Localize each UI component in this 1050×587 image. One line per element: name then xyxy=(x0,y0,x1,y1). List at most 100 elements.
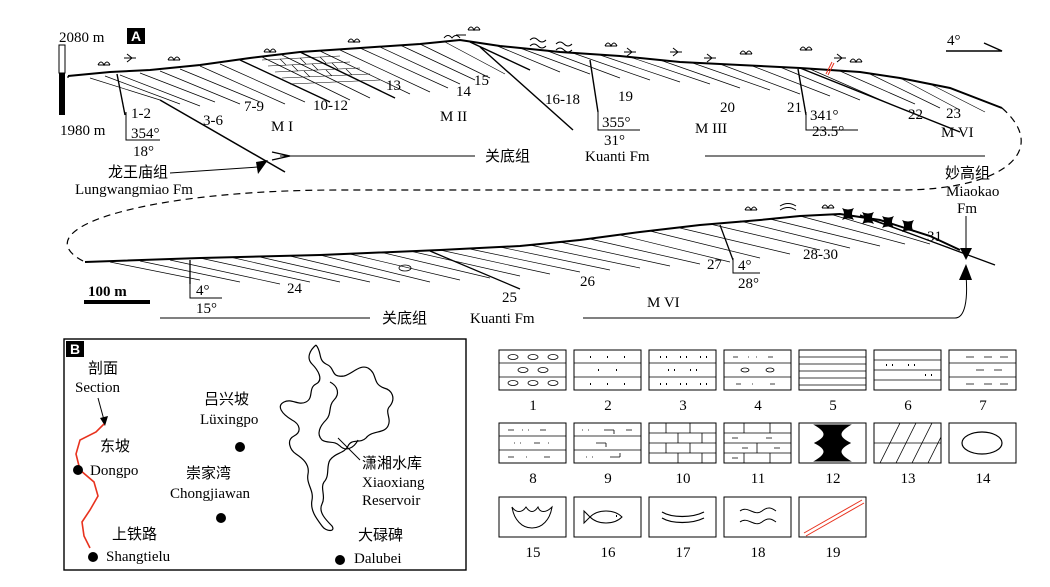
bed-19: 19 xyxy=(618,89,633,105)
section-trace xyxy=(75,423,105,549)
legend-label-1: 1 xyxy=(529,398,537,414)
bed-22: 22 xyxy=(908,107,923,123)
legend-label-6: 6 xyxy=(904,398,912,414)
bed-13: 13 xyxy=(386,78,401,94)
legend-box-18 xyxy=(723,496,792,538)
legend-pattern-11 xyxy=(724,423,791,463)
bed-3-6: 3-6 xyxy=(203,113,223,129)
reservoir-pointer xyxy=(337,437,361,461)
legend-label-19: 19 xyxy=(826,545,841,561)
attitude-dip-2: 31° xyxy=(604,133,625,149)
upper-surface-symbols xyxy=(97,26,863,67)
legend-pattern-16 xyxy=(583,509,623,525)
miaokao-arrowhead xyxy=(960,248,972,260)
legend-box-8 xyxy=(498,422,567,464)
legend-label-5: 5 xyxy=(829,398,837,414)
elevation-bottom-label: 1980 m xyxy=(60,123,106,139)
dalubei-cn: 大碌碑 xyxy=(358,526,403,544)
luxingpo-marker xyxy=(235,442,245,452)
luxingpo-cn: 吕兴坡 xyxy=(204,390,249,408)
legend-pattern-12 xyxy=(813,424,852,462)
kuanti-cn-upper: 关底组 xyxy=(485,147,530,165)
dongpo-marker xyxy=(73,465,83,475)
legend-box-17 xyxy=(648,496,717,538)
legend-label-18: 18 xyxy=(751,545,766,561)
legend-box-9 xyxy=(573,422,642,464)
legend-pattern-3 xyxy=(649,356,716,385)
legend-pattern-8 xyxy=(499,429,566,458)
bed-21: 21 xyxy=(787,100,802,116)
chongjiawan-en: Chongjiawan xyxy=(170,486,250,502)
kuanti-line-lower-right xyxy=(583,274,968,319)
attitude-dir-2: 355° xyxy=(602,115,631,131)
section-cn: 剖面 xyxy=(88,359,118,377)
section-en: Section xyxy=(75,380,120,396)
miaokao-cn: 妙高组 xyxy=(945,164,990,182)
bed-23: 23 xyxy=(946,106,961,122)
reservoir-en1: Xiaoxiang xyxy=(362,475,425,491)
dip-direction-label: 4° xyxy=(947,33,961,49)
bed-16-18: 16-18 xyxy=(545,92,580,108)
attitude-dir-1: 354° xyxy=(131,126,160,142)
panel-a-letter-box xyxy=(127,28,145,44)
bed-25: 25 xyxy=(502,290,517,306)
panel-a-letter: A xyxy=(131,28,141,44)
upper-topographic-surface xyxy=(67,38,1003,109)
legend-pattern-1 xyxy=(499,354,566,386)
legend-pattern-17 xyxy=(661,511,705,524)
dongpo-cn: 东坡 xyxy=(100,437,130,455)
shangtielu-cn: 上铁路 xyxy=(112,525,157,543)
legend-pattern-14 xyxy=(961,431,1003,455)
legend-label-8: 8 xyxy=(529,471,537,487)
legend-label-17: 17 xyxy=(676,545,692,561)
lower-surface-symbols xyxy=(744,203,835,212)
bed-28-30: 28-30 xyxy=(803,247,838,263)
bed-31: 31 xyxy=(927,229,942,245)
member-m6-upper: M VI xyxy=(941,125,974,141)
dalubei-marker xyxy=(335,555,345,565)
legend-numbers: 1 2 3 4 5 6 7 8 9 10 11 12 13 14 15 16 1… xyxy=(526,398,992,561)
upper-bed-boundaries xyxy=(116,41,961,133)
legend-pattern-13 xyxy=(874,422,942,464)
legend-pattern-19 xyxy=(803,499,865,537)
attitude-dir-5: 4° xyxy=(738,258,752,274)
reservoir-cn: 潇湘水库 xyxy=(362,454,422,472)
shangtielu-en: Shangtielu xyxy=(106,549,171,565)
bed-1-2: 1-2 xyxy=(131,106,151,122)
miaokao-en1: Miaokao xyxy=(946,184,999,200)
upper-limestone-block xyxy=(261,55,381,85)
section-pointer xyxy=(97,397,105,421)
profile-connection-dashed xyxy=(66,107,1022,263)
legend-label-10: 10 xyxy=(676,471,691,487)
kuanti-arrowhead-upper xyxy=(271,151,291,161)
scale-bar-label: 100 m xyxy=(88,284,127,300)
kuanti-cn-lower: 关底组 xyxy=(382,309,427,327)
chongjiawan-marker xyxy=(216,513,226,523)
lungwangmiao-arrowhead xyxy=(256,160,268,174)
kuanti-en-upper: Kuanti Fm xyxy=(585,149,650,165)
elevation-bar-upper xyxy=(58,44,66,74)
legend-box-16 xyxy=(573,496,642,538)
legend-box-3 xyxy=(648,349,717,391)
legend-label-11: 11 xyxy=(751,471,765,487)
attitude-dir-3: 341° xyxy=(810,108,839,124)
legend-label-15: 15 xyxy=(526,545,541,561)
miaokao-en2: Fm xyxy=(957,201,977,217)
attitude-dip-1: 18° xyxy=(133,144,154,160)
luxingpo-en: Lüxingpo xyxy=(200,412,258,428)
legend-pattern-18 xyxy=(739,507,777,525)
kuanti-en-lower: Kuanti Fm xyxy=(470,311,535,327)
upper-red-vein xyxy=(825,61,835,76)
reservoir-outline xyxy=(279,344,394,532)
reservoir-inner-arm xyxy=(318,381,359,450)
bed-10-12: 10-12 xyxy=(313,98,348,114)
panel-b-letter: B xyxy=(70,341,80,357)
attitude-dir-4: 4° xyxy=(196,283,210,299)
legend-box-14 xyxy=(948,422,1017,464)
scale-bar xyxy=(84,300,150,304)
member-m1: M I xyxy=(271,119,293,135)
legend-box-15 xyxy=(498,496,567,538)
member-m6-lower: M VI xyxy=(647,295,680,311)
legend-box-19 xyxy=(798,496,867,538)
